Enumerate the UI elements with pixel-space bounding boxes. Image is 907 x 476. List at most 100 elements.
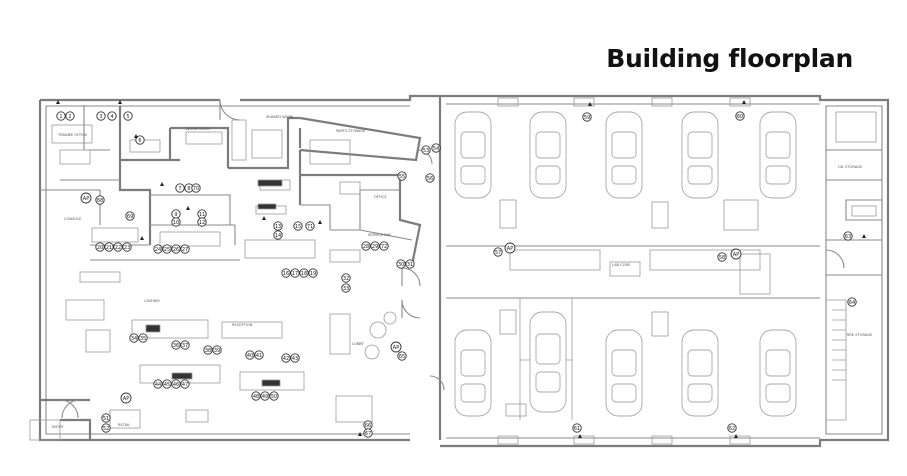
marker-label: 37: [182, 343, 188, 349]
marker-label: 14: [275, 233, 281, 239]
vehicles: [454, 111, 797, 417]
service-garage: [446, 97, 883, 445]
marker-label: AP: [83, 196, 89, 202]
marker: 7: [175, 183, 185, 193]
marker: 26: [171, 244, 181, 254]
room-label: SHARED WORK: [266, 115, 294, 119]
room-label: LOBBY: [352, 342, 364, 346]
room-label: WORK ROOM: [186, 127, 210, 131]
car-icon: [605, 111, 643, 199]
marker-label: 68: [97, 198, 103, 204]
access-point-marker: AP: [730, 248, 742, 260]
room-label: RECEPTION: [232, 323, 253, 327]
car-icon: [454, 329, 492, 417]
marker-label: 59: [584, 115, 590, 121]
marker-label: 5: [126, 114, 129, 120]
marker: 66: [363, 420, 373, 430]
marker: 57: [493, 247, 503, 257]
marker: 10: [171, 217, 181, 227]
marker: 11: [197, 209, 207, 219]
room-label: OIL STORAGE: [838, 165, 863, 169]
marker: 40: [245, 350, 255, 360]
marker-label: 25: [164, 247, 170, 253]
marker-label: 15: [295, 224, 301, 230]
car-icon: [759, 329, 797, 417]
marker-label: 55: [399, 174, 405, 180]
marker-label: 43: [292, 356, 298, 362]
room-label: OFFICE: [374, 195, 388, 199]
marker-label: 35: [140, 336, 146, 342]
marker: 56: [425, 173, 435, 183]
marker-label: 7: [178, 186, 181, 192]
page-title: Building floorplan: [606, 44, 853, 73]
marker-label: 38: [205, 348, 211, 354]
marker: 67: [363, 428, 373, 438]
marker-label: 50: [271, 394, 277, 400]
marker-label: 58: [719, 255, 725, 261]
room-label: CASHIER: [144, 299, 160, 303]
marker-label: 20: [97, 245, 103, 251]
marker-label: 39: [214, 348, 220, 354]
marker-label: 48: [253, 394, 259, 400]
marker: 25: [162, 244, 172, 254]
car-icon: [529, 311, 567, 413]
room-label: RETAIL: [118, 423, 130, 427]
room-label: LAB CORE: [612, 263, 631, 267]
marker: 49: [260, 391, 270, 401]
marker: 9: [171, 209, 181, 219]
car-icon: [759, 111, 797, 199]
marker: 20: [95, 242, 105, 252]
marker: 39: [212, 345, 222, 355]
marker-label: 8: [187, 186, 190, 192]
car-icon: [529, 111, 567, 199]
marker-label: 65: [399, 354, 405, 360]
marker: 24: [153, 244, 163, 254]
marker: 5: [123, 111, 133, 121]
exterior-walls: [38, 94, 890, 448]
room-label: PARTS STORAGE: [336, 129, 366, 133]
marker-label: 45: [164, 382, 170, 388]
marker-label: 51: [103, 416, 109, 422]
marker: 12: [197, 217, 207, 227]
room-label: TRAINEE OFFICE: [57, 133, 88, 137]
room-label: ENTRY: [52, 425, 64, 429]
marker: 38: [203, 345, 213, 355]
room-label: TIRE STORAGE: [845, 333, 873, 337]
marker-label: 23: [124, 245, 130, 251]
marker-label: 33: [343, 286, 349, 292]
marker: 72: [379, 241, 389, 251]
marker: 21: [104, 242, 114, 252]
marker: 19: [308, 268, 318, 278]
marker: 2: [65, 111, 75, 121]
marker-label: 40: [247, 353, 253, 359]
marker: 15: [293, 221, 303, 231]
marker: 22: [113, 242, 123, 252]
marker-label: 24: [155, 247, 161, 253]
marker-label: 10: [173, 220, 179, 226]
marker-label: 29: [372, 244, 378, 250]
access-point-marker: AP: [80, 192, 92, 204]
marker: 32: [341, 273, 351, 283]
marker-label: 3: [99, 114, 102, 120]
marker: 68: [95, 195, 105, 205]
marker-label: 47: [182, 382, 188, 388]
marker-label: 32: [343, 276, 349, 282]
marker: 51: [101, 413, 111, 423]
marker: 58: [717, 252, 727, 262]
access-point-marker: AP: [120, 392, 132, 404]
marker-label: 53: [423, 148, 429, 154]
car-icon: [605, 329, 643, 417]
marker-label: 61: [574, 426, 580, 432]
marker: 4: [107, 111, 117, 121]
marker: 63: [843, 231, 853, 241]
marker-label: 9: [174, 212, 177, 218]
marker-label: 18: [301, 271, 307, 277]
marker: 50: [269, 391, 279, 401]
marker: 41: [254, 350, 264, 360]
marker: 37: [180, 340, 190, 350]
marker-label: AP: [507, 246, 513, 252]
marker: 71: [305, 221, 315, 231]
marker: 35: [138, 333, 148, 343]
marker: 64: [847, 297, 857, 307]
